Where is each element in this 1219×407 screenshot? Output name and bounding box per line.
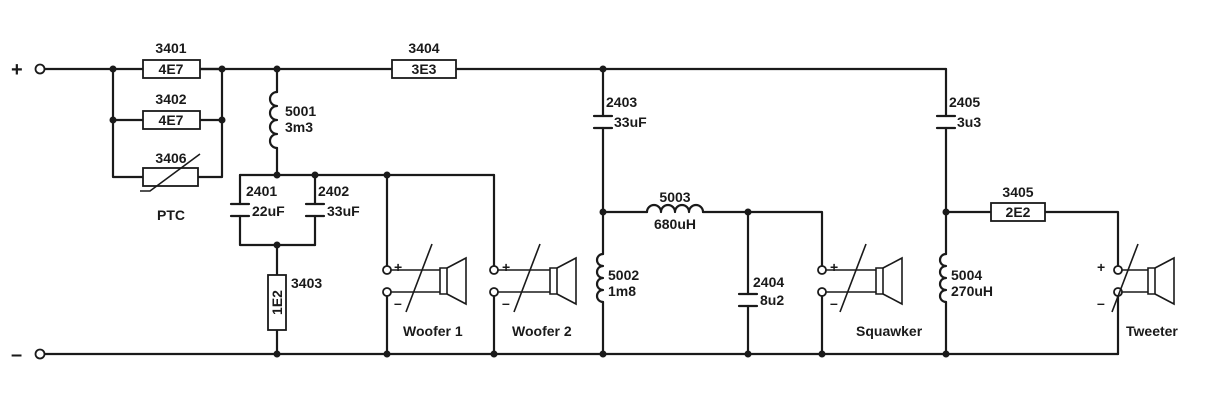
resistor-ref: 3404: [408, 40, 439, 56]
inductor-5004: 5004 270uH: [938, 252, 993, 304]
resistor-value: 1E2: [269, 290, 285, 315]
speaker-plus: +: [502, 259, 510, 275]
inductor-ref: 5004: [951, 267, 982, 283]
capacitor-value: 3u3: [957, 114, 981, 130]
junction-dot: [599, 65, 607, 73]
junction-dot: [383, 350, 391, 358]
resistor-3402: 4E7 3402: [142, 91, 201, 130]
capacitor-2401: 2401 22uF: [229, 183, 285, 219]
speaker-label: Woofer 2: [512, 323, 572, 339]
resistor-ref: 3406: [155, 150, 186, 166]
speaker-minus: –: [394, 295, 402, 311]
resistor-ref: 3403: [291, 275, 322, 291]
capacitor-value: 8u2: [760, 292, 784, 308]
capacitor-2404: 2404 8u2: [737, 274, 784, 308]
speaker-label: Squawker: [856, 323, 923, 339]
junction-dot: [273, 65, 281, 73]
capacitor-value: 22uF: [252, 203, 285, 219]
speaker-tweeter: + – Tweeter: [1097, 243, 1178, 339]
junction-dot: [109, 116, 117, 124]
junction-dot: [273, 241, 281, 249]
resistor-value: 3E3: [412, 61, 437, 77]
junction-dot: [599, 208, 607, 216]
speaker-woofer-1: + – Woofer 1: [382, 243, 467, 339]
speaker-minus: –: [830, 295, 838, 311]
inductor-ref: 5002: [608, 267, 639, 283]
inductor-5003: 5003 680uH: [645, 189, 705, 232]
resistor-3401: 4E7 3401: [142, 40, 201, 79]
inductor-value: 1m8: [608, 283, 636, 299]
inductor-value: 3m3: [285, 119, 313, 135]
input-terminal-minus: –: [11, 344, 46, 366]
resistor-3405: 2E2 3405: [990, 184, 1046, 222]
capacitor-ref: 2405: [949, 94, 980, 110]
inductor-value: 680uH: [654, 216, 696, 232]
junction-dots: [109, 65, 950, 358]
inductor-ref: 5001: [285, 103, 316, 119]
junction-dot: [383, 171, 391, 179]
resistor-3404: 3E3 3404: [391, 40, 457, 79]
speaker-label: Tweeter: [1126, 323, 1178, 339]
junction-dot: [942, 208, 950, 216]
minus-terminal-label: –: [11, 344, 22, 366]
resistor-3403: 1E2 3403: [267, 274, 322, 331]
capacitor-value: 33uF: [614, 114, 647, 130]
plus-terminal-label: +: [11, 59, 23, 81]
speaker-plus: +: [394, 259, 402, 275]
junction-dot: [273, 171, 281, 179]
capacitor-ref: 2404: [753, 274, 784, 290]
junction-dot: [109, 65, 117, 73]
resistor-ref: 3401: [155, 40, 186, 56]
inductor-value: 270uH: [951, 283, 993, 299]
junction-dot: [490, 350, 498, 358]
capacitor-2402: 2402 33uF: [304, 183, 360, 219]
junction-dot: [311, 171, 319, 179]
speaker-minus: –: [502, 295, 510, 311]
capacitor-2403: 2403 33uF: [592, 94, 647, 130]
resistor-value: 4E7: [159, 61, 184, 77]
inductor-ref: 5003: [659, 189, 690, 205]
speaker-woofer-2: + – Woofer 2: [489, 243, 577, 339]
speaker-label: Woofer 1: [403, 323, 463, 339]
resistor-ref: 3405: [1002, 184, 1033, 200]
wires: [42, 67, 1120, 356]
resistor-value: 4E7: [159, 112, 184, 128]
capacitor-ref: 2401: [246, 183, 277, 199]
speaker-minus: –: [1097, 295, 1105, 311]
capacitor-value: 33uF: [327, 203, 360, 219]
speaker-squawker: + – Squawker: [817, 243, 923, 339]
junction-dot: [942, 350, 950, 358]
speaker-plus: +: [1097, 259, 1105, 275]
inductor-5002: 5002 1m8: [595, 252, 639, 304]
junction-dot: [218, 65, 226, 73]
speaker-plus: +: [830, 259, 838, 275]
capacitor-ref: 2402: [318, 183, 349, 199]
junction-dot: [273, 350, 281, 358]
ptc-resistor-3406: 3406 PTC: [140, 150, 201, 223]
junction-dot: [599, 350, 607, 358]
junction-dot: [744, 350, 752, 358]
input-terminal-plus: +: [11, 59, 46, 81]
ptc-label: PTC: [157, 207, 185, 223]
junction-dot: [818, 350, 826, 358]
inductor-5001: 5001 3m3: [268, 90, 316, 150]
resistor-ref: 3402: [155, 91, 186, 107]
capacitor-2405: 2405 3u3: [935, 94, 981, 130]
junction-dot: [218, 116, 226, 124]
resistor-value: 2E2: [1006, 204, 1031, 220]
junction-dot: [744, 208, 752, 216]
capacitor-ref: 2403: [606, 94, 637, 110]
